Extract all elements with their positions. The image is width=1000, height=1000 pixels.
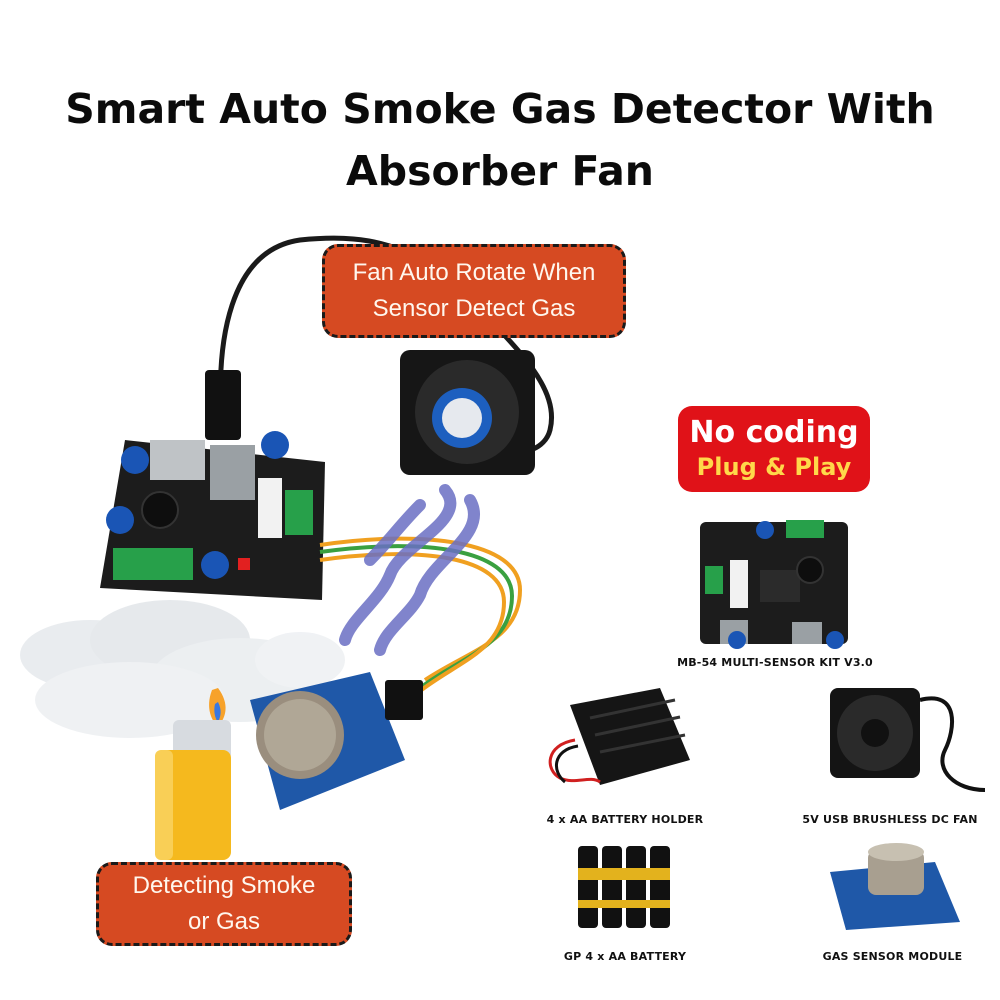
fan-callout-line-2: Sensor Detect Gas — [372, 295, 576, 322]
no-coding-badge: No coding Plug & Play — [678, 406, 870, 492]
badge-line-1: No coding — [689, 415, 859, 450]
caption-battery: GP 4 x AA BATTERY — [563, 950, 687, 963]
caption-fan: 5V USB BRUSHLESS DC FAN — [802, 813, 978, 826]
caption-battery-holder: 4 x AA BATTERY HOLDER — [546, 813, 704, 826]
title-line-1: Smart Auto Smoke Gas Detector With — [65, 85, 935, 133]
battery-holder-icon — [548, 688, 690, 785]
usb-plug-icon — [205, 370, 241, 440]
main-board-icon — [100, 431, 325, 600]
gas-sensor-icon — [250, 672, 423, 810]
caption-gas-sensor: GAS SENSOR MODULE — [822, 950, 963, 963]
cooling-fan-icon — [400, 350, 535, 475]
fan-callout-line-1: Fan Auto Rotate When — [352, 259, 596, 286]
page-title: Smart Auto Smoke Gas Detector With Absor… — [0, 78, 1000, 202]
mb54-kit-icon — [700, 520, 848, 649]
caption-kit: MB-54 MULTI-SENSOR KIT V3.0 — [677, 656, 873, 669]
detect-callout: Detecting Smoke or Gas — [96, 862, 352, 946]
detect-callout-line-2: or Gas — [187, 908, 261, 935]
smoke-cloud-icon — [20, 600, 345, 738]
gas-sensor-module-icon — [830, 843, 960, 930]
title-line-2: Absorber Fan — [346, 147, 654, 195]
lighter-icon — [155, 688, 231, 860]
aa-batteries-icon — [578, 846, 670, 928]
usb-fan-icon — [830, 688, 986, 792]
sensor-wires — [319, 536, 523, 697]
badge-line-2: Plug & Play — [696, 453, 852, 481]
detect-callout-line-1: Detecting Smoke — [132, 872, 316, 899]
smoke-stream-icon — [339, 484, 480, 656]
fan-callout: Fan Auto Rotate When Sensor Detect Gas — [322, 244, 626, 338]
